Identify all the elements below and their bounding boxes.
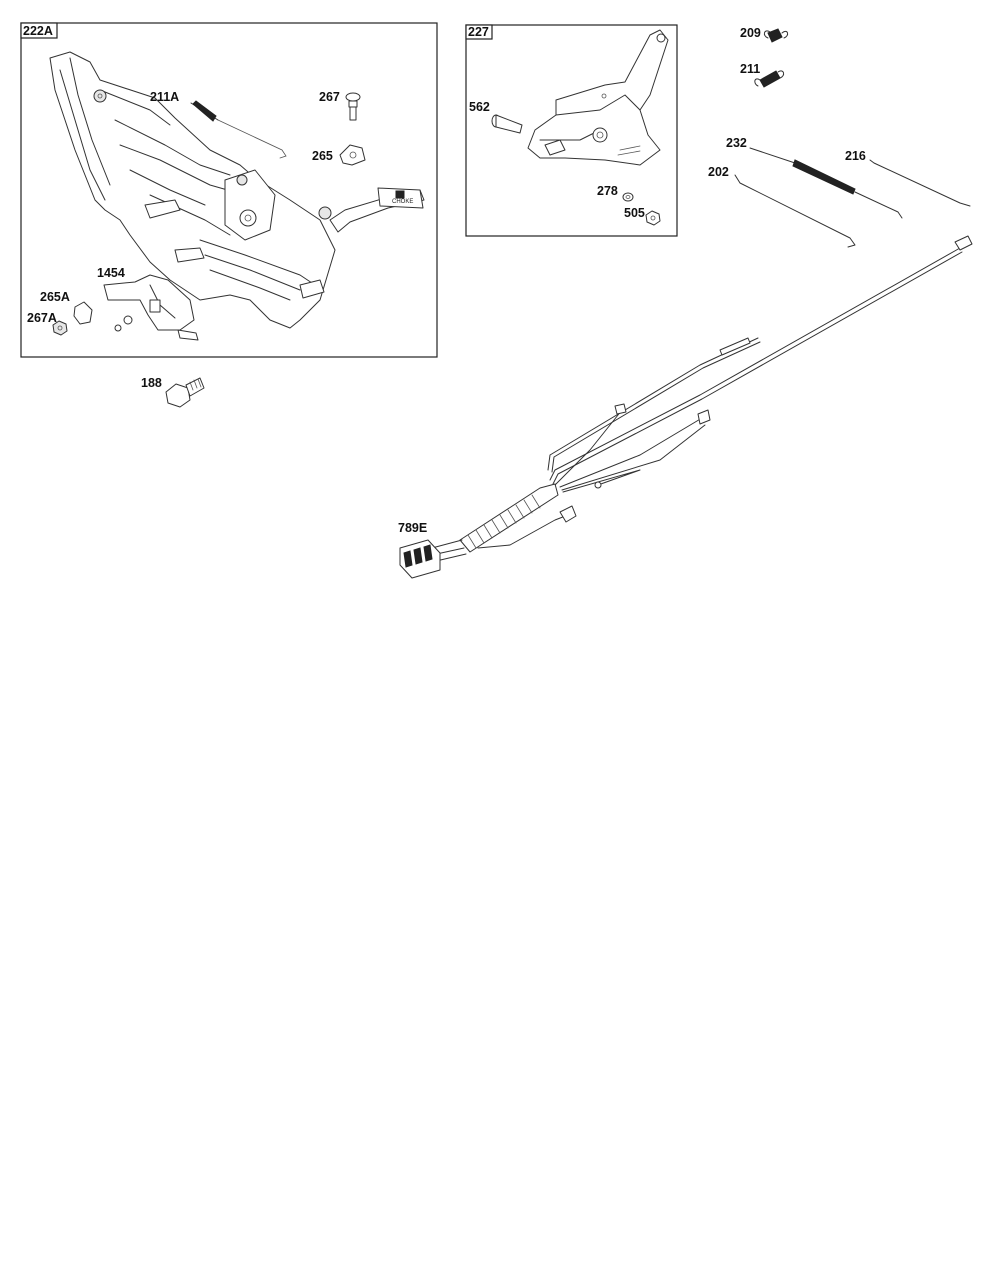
callout-227: 227 [468,25,489,39]
callout-789E: 789E [398,521,427,535]
rod-202: 202 [708,165,856,248]
callout-211A: 211A [150,90,179,104]
bracket-227 [527,29,669,166]
lever-1454: 1454 [97,266,199,341]
pin-562: 562 [469,100,523,134]
washer-278: 278 [597,184,634,202]
callout-562: 562 [469,100,490,114]
spring-209: 209 [740,26,789,43]
callout-505: 505 [624,206,645,220]
nut-505: 505 [624,206,661,226]
callout-209: 209 [740,26,761,40]
callout-202: 202 [708,165,729,179]
callout-1454: 1454 [97,266,125,280]
callout-265A: 265A [40,290,70,304]
callout-267A: 267A [27,311,57,325]
spring-211A: 211A [150,90,287,159]
bolt-188: 188 [141,376,205,408]
screw-267: 267 [319,90,361,121]
spring-link-232: 232 [726,136,903,219]
choke-lever: CHOKE [329,187,425,233]
choke-decal-text: CHOKE [392,199,413,205]
callout-216: 216 [845,149,866,163]
wire-harness-789E: 789E [398,235,973,579]
rod-216: 216 [845,149,971,207]
callout-222A: 222A [23,24,53,38]
assembly-box-222A: 222A [20,22,438,358]
callout-265: 265 [312,149,333,163]
clip-265A: 265A [40,290,93,325]
nut-267A: 267A [27,311,68,336]
spring-211: 211 [740,62,785,88]
callout-211: 211 [740,62,760,76]
assembly-box-227: 227 [465,24,678,237]
callout-232: 232 [726,136,747,150]
control-bracket [49,51,336,329]
callout-278: 278 [597,184,618,198]
callout-188: 188 [141,376,162,390]
clip-265: 265 [312,144,366,166]
callout-267: 267 [319,90,340,104]
